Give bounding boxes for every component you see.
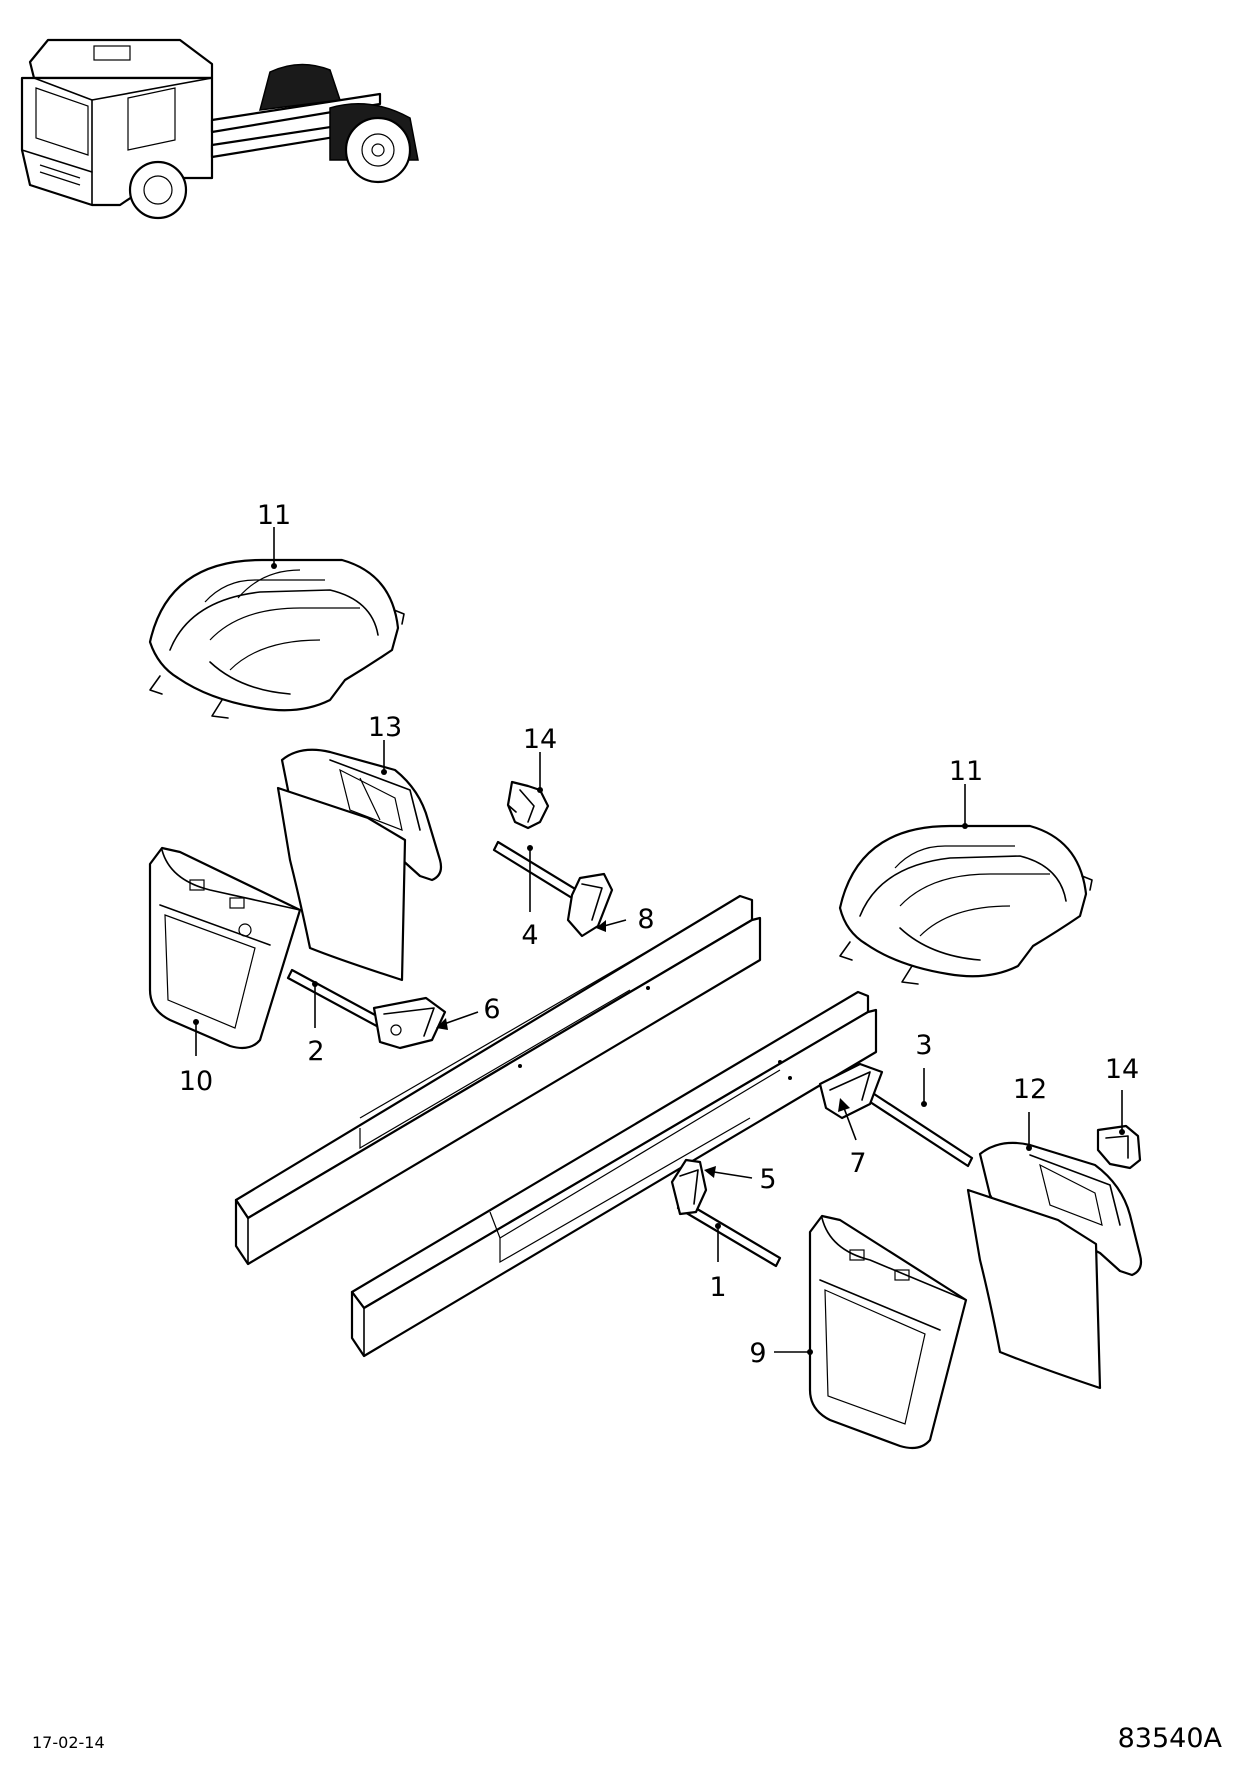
callout-2: 2 (307, 1036, 324, 1067)
callout-13: 13 (368, 712, 402, 743)
clip-14-upper (506, 780, 550, 830)
callout-11-right: 11 (949, 756, 983, 787)
rear-fender-right (838, 824, 1093, 985)
callout-14-right: 14 (1105, 1054, 1139, 1085)
mudflap-10 (148, 846, 302, 1050)
callout-1: 1 (709, 1272, 726, 1303)
leader-lines (193, 527, 1125, 1355)
splash-guard-bracket-12 (966, 1141, 1143, 1390)
rod-3-bracket-7 (818, 1062, 974, 1168)
callout-labels: 11 13 14 11 8 4 6 2 10 3 14 12 7 5 1 9 (179, 500, 1139, 1369)
rear-fender-left (148, 558, 405, 719)
callout-9: 9 (749, 1338, 766, 1369)
callout-12: 12 (1013, 1074, 1047, 1105)
rod-4-bracket-8 (492, 840, 614, 938)
drawing-number: 83540A (1117, 1723, 1222, 1754)
footer-date: 17-02-14 (32, 1733, 105, 1752)
chassis-frame-rail-upper (234, 894, 762, 1266)
chassis-frame-rail-lower (350, 990, 878, 1358)
callout-3: 3 (915, 1030, 932, 1061)
callout-8: 8 (637, 904, 654, 935)
truck-locator-illustration (20, 38, 419, 220)
callout-14-upper: 14 (523, 724, 557, 755)
clip-14-right (1096, 1124, 1142, 1170)
callout-7: 7 (849, 1148, 866, 1179)
splash-guard-bracket-13 (276, 748, 443, 982)
callout-11-upper: 11 (257, 500, 291, 531)
callout-4: 4 (521, 920, 538, 951)
rod-1-bracket-5 (670, 1158, 782, 1268)
callout-5: 5 (759, 1164, 776, 1195)
mudflap-9 (808, 1214, 968, 1450)
callout-6: 6 (483, 994, 500, 1025)
callout-10: 10 (179, 1066, 213, 1097)
